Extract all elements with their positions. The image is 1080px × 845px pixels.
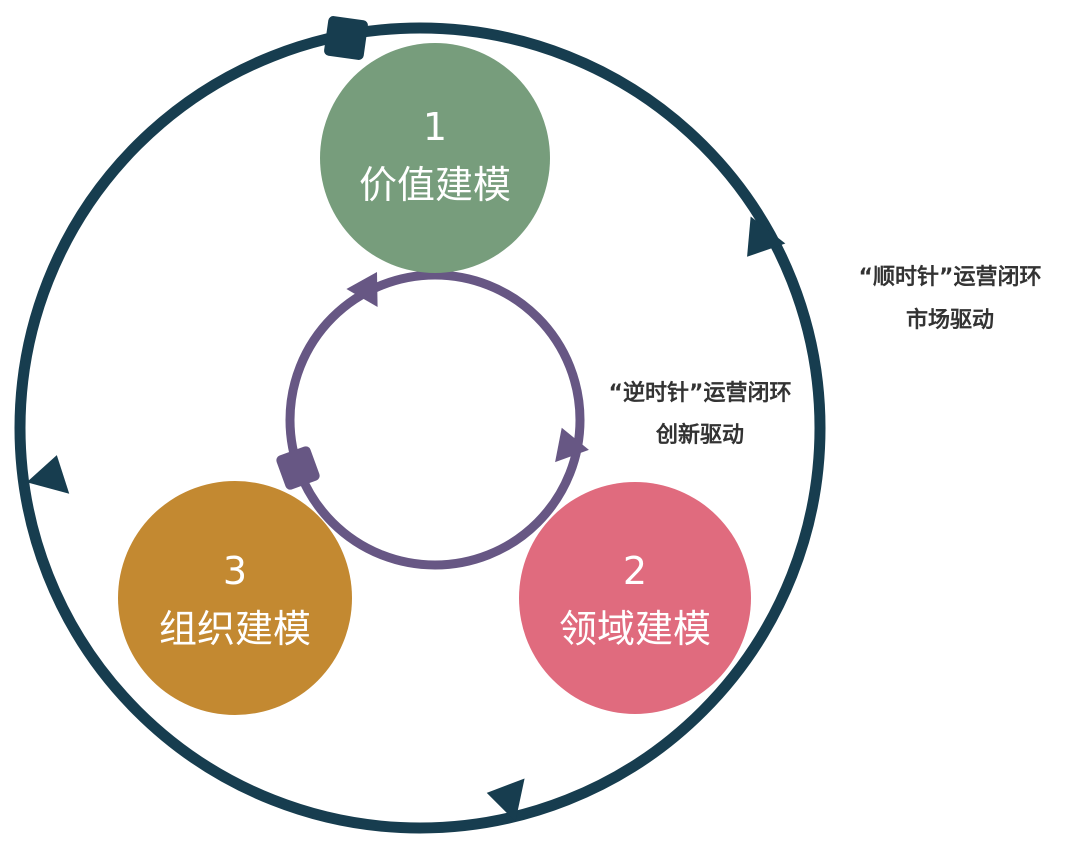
node-circle bbox=[519, 482, 751, 714]
outer-loop-start-marker bbox=[324, 16, 368, 60]
outer-loop-ring bbox=[14, 22, 826, 834]
inner-loop-caption: “逆时针”运营闭环 创新驱动 bbox=[609, 380, 792, 448]
node-number: 2 bbox=[623, 549, 647, 593]
node-label: 组织建模 bbox=[159, 607, 311, 651]
inner-loop-caption-line2: 创新驱动 bbox=[655, 422, 744, 448]
outer-loop-caption-line1: “顺时针”运营闭环 bbox=[859, 264, 1042, 290]
outer-loop-arrow-left bbox=[26, 455, 70, 494]
inner-loop-arrow-right bbox=[555, 427, 589, 463]
node-number: 1 bbox=[423, 105, 447, 149]
outer-loop-arrow-bottom bbox=[486, 778, 525, 822]
node-organization-modeling: 3 组织建模 bbox=[118, 481, 352, 715]
inner-loop-start-marker bbox=[276, 446, 320, 490]
outer-loop bbox=[14, 16, 826, 834]
node-circle bbox=[320, 43, 550, 273]
outer-loop-caption: “顺时针”运营闭环 市场驱动 bbox=[859, 264, 1042, 333]
inner-loop-arrow-top-left bbox=[346, 272, 378, 307]
inner-loop-caption-line1: “逆时针”运营闭环 bbox=[609, 380, 792, 406]
inner-loop-ring bbox=[285, 270, 585, 570]
node-circle bbox=[118, 481, 352, 715]
outer-loop-arrow-right bbox=[747, 216, 786, 257]
outer-loop-caption-line2: 市场驱动 bbox=[906, 307, 994, 333]
node-label: 价值建模 bbox=[359, 163, 511, 207]
inner-loop bbox=[276, 270, 589, 570]
node-label: 领域建模 bbox=[559, 607, 711, 651]
node-number: 3 bbox=[223, 549, 247, 593]
node-value-modeling: 1 价值建模 bbox=[320, 43, 550, 273]
node-domain-modeling: 2 领域建模 bbox=[519, 482, 751, 714]
